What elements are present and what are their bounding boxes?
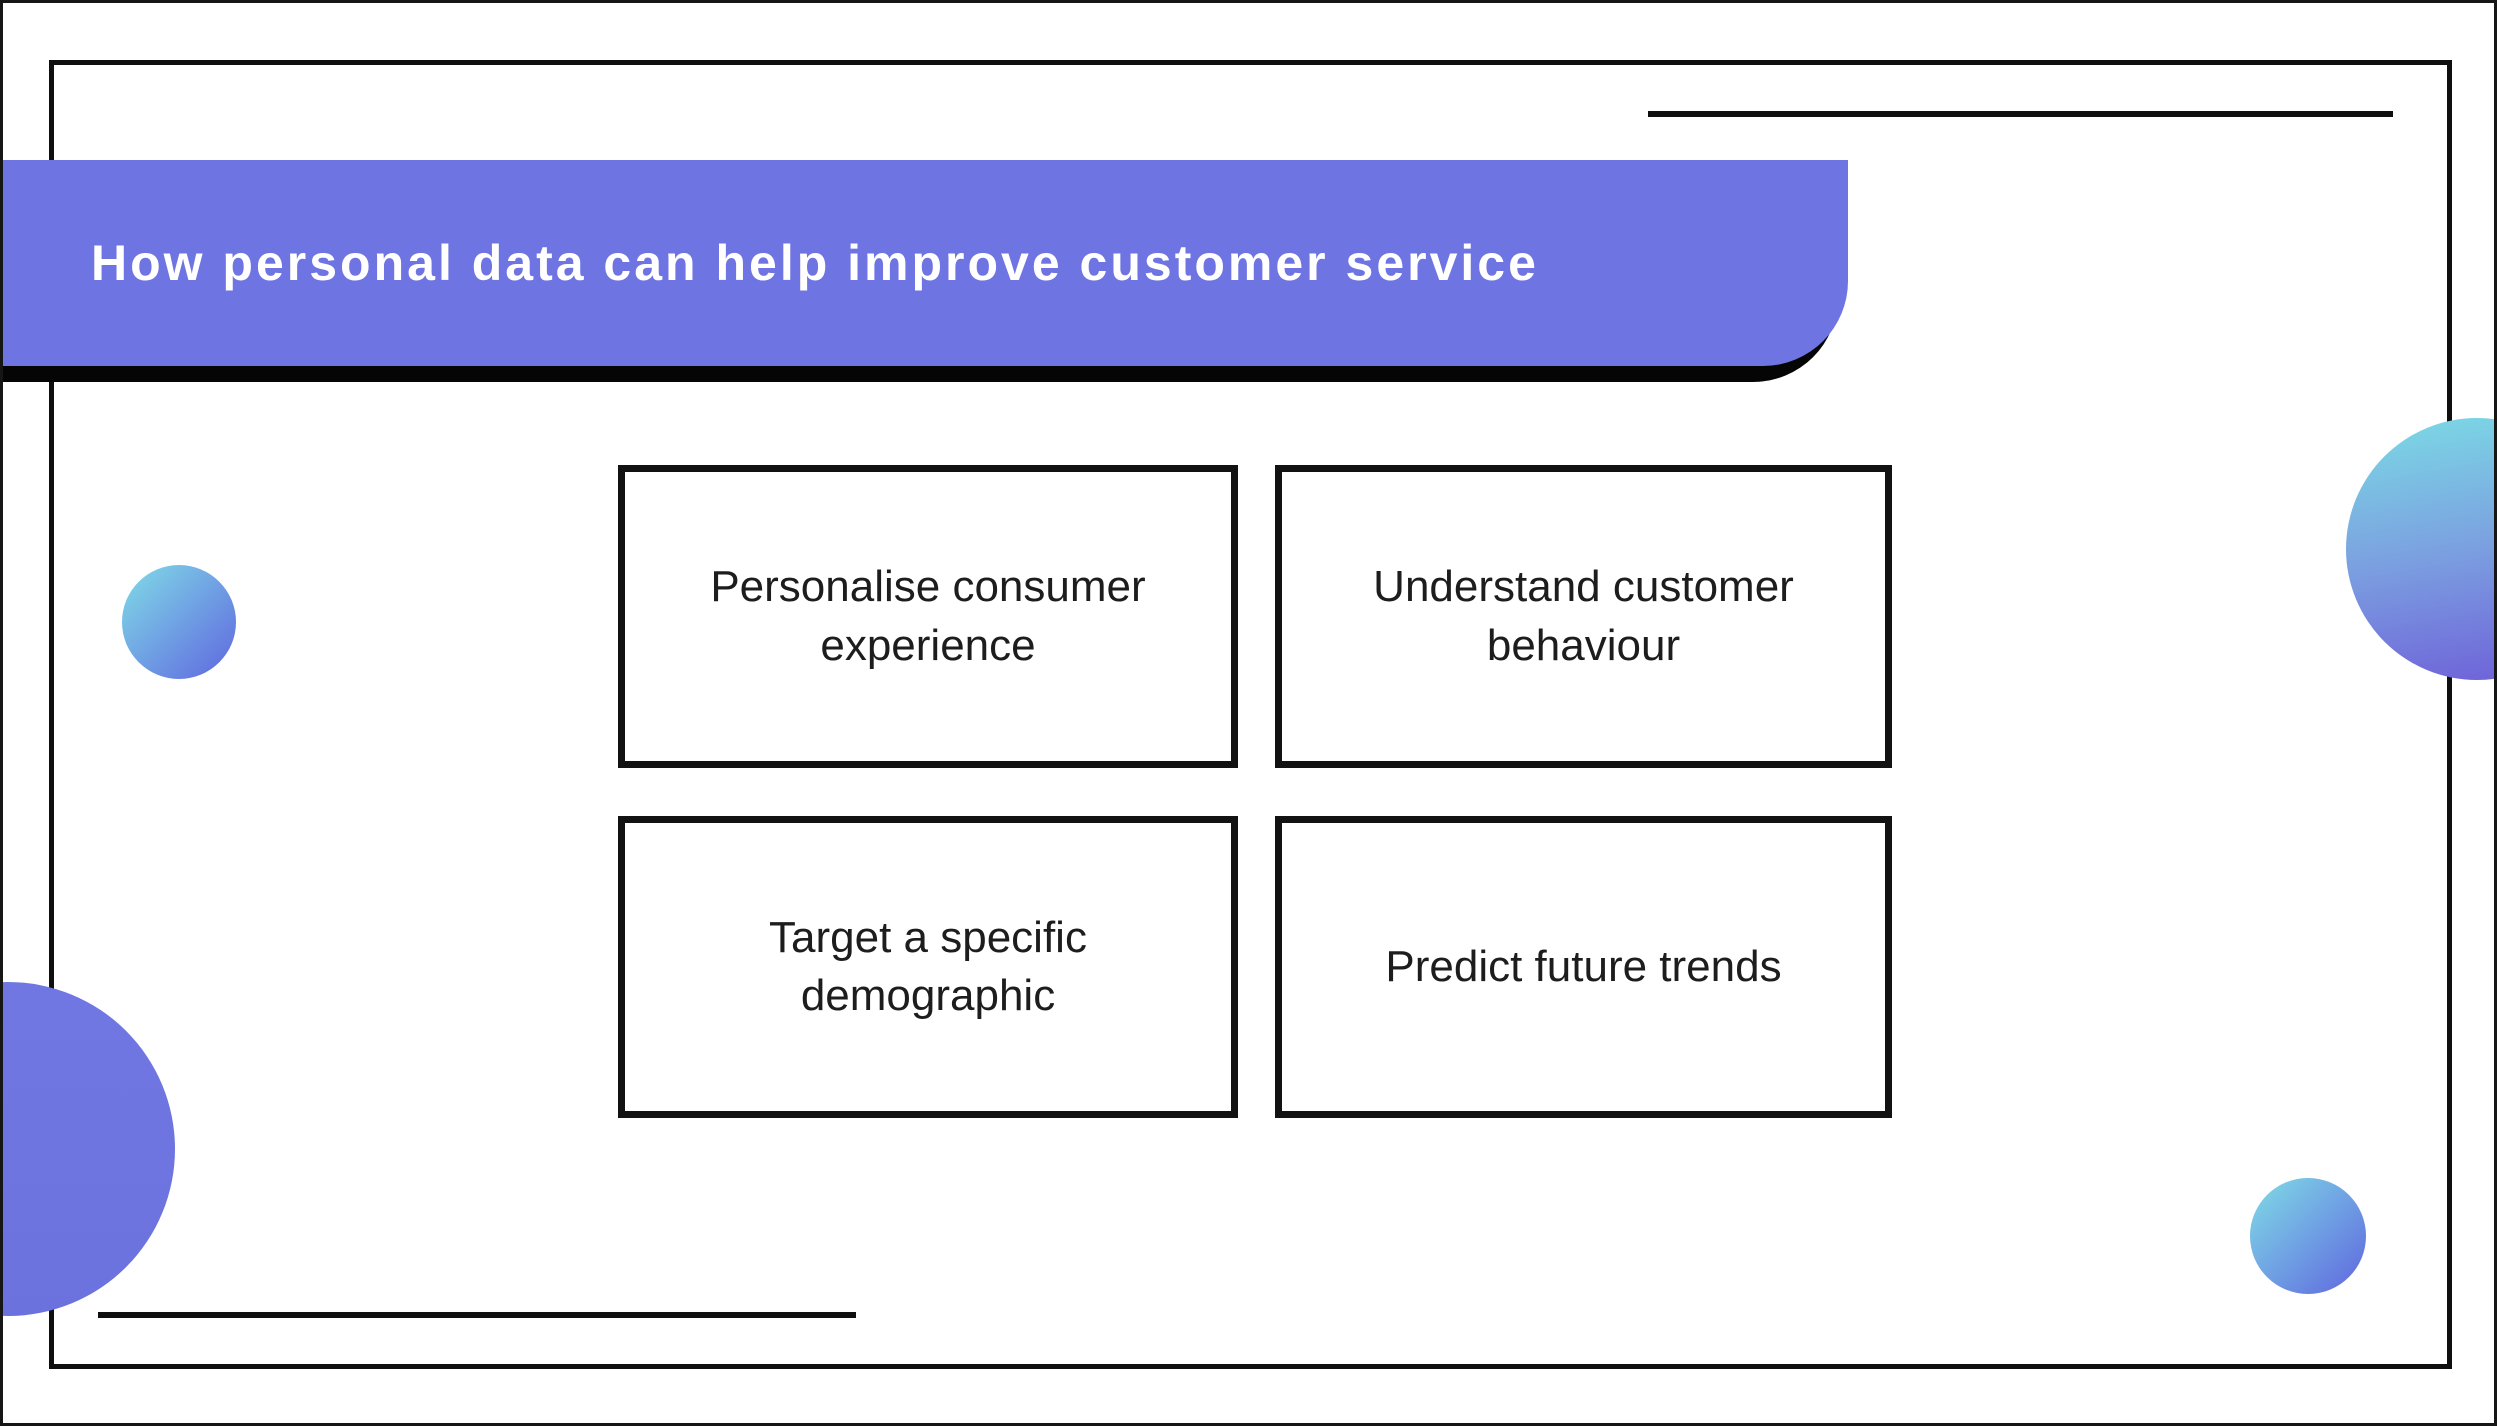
card-label: Target a specific demographic (769, 912, 1087, 1020)
gradient-circle-bottom-right (2250, 1178, 2366, 1294)
top-accent-line (1648, 111, 2393, 117)
card-label: Personalise consumer experience (710, 562, 1146, 670)
card-predict-future-trends: Predict future trends (1275, 816, 1892, 1118)
slide-title: How personal data can help improve custo… (91, 235, 1539, 291)
gradient-circle-left (122, 565, 236, 679)
bottom-accent-line (98, 1312, 856, 1318)
card-label: Understand customer behaviour (1373, 562, 1794, 670)
slide-inner-frame (49, 60, 2452, 1369)
card-personalise-consumer-experience: Personalise consumer experience (618, 465, 1238, 768)
title-banner: How personal data can help improve custo… (3, 160, 1848, 366)
card-understand-customer-behaviour: Understand customer behaviour (1275, 465, 1892, 768)
card-target-specific-demographic: Target a specific demographic (618, 816, 1238, 1118)
card-label: Predict future trends (1385, 941, 1782, 991)
